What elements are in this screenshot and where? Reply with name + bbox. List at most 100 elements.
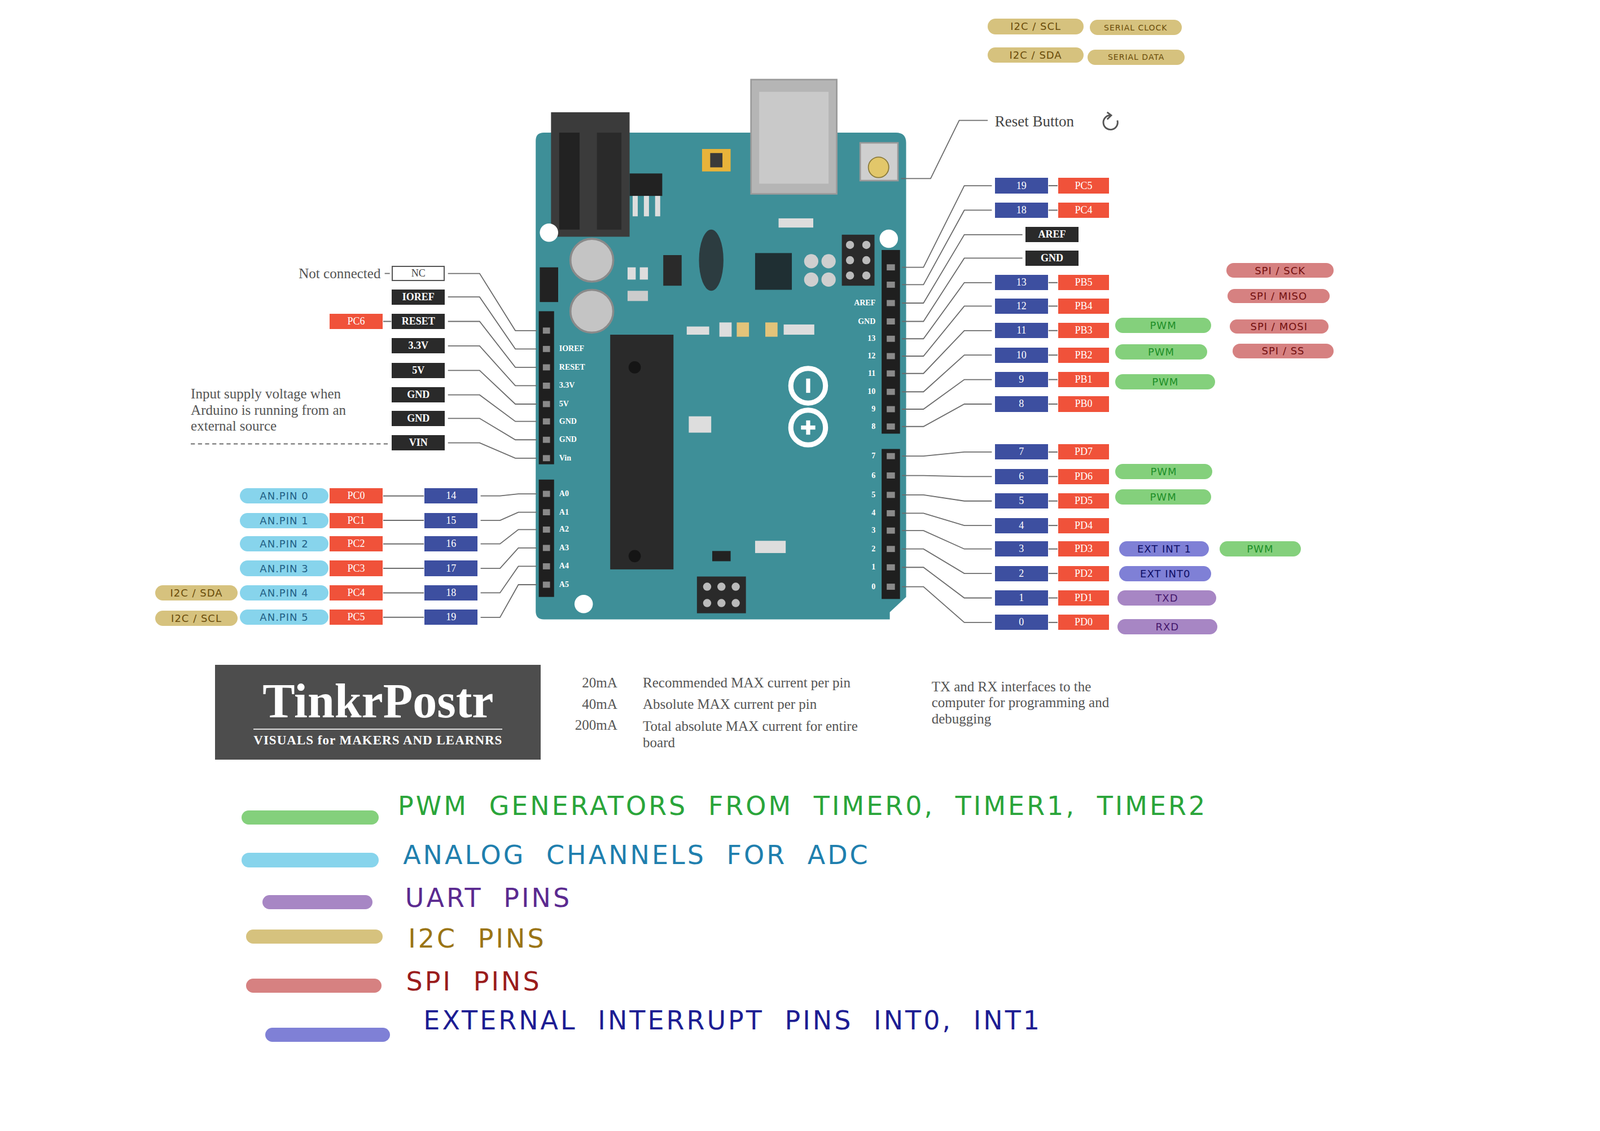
pin-label: PB5: [1075, 276, 1093, 289]
pin-label: PB1: [1075, 373, 1093, 386]
silkscreen-label: A5: [559, 580, 569, 590]
pin-link: [1048, 379, 1058, 381]
port-pin-box: PC4: [1058, 202, 1109, 218]
pin-number-box: 14: [424, 488, 478, 504]
pin-link: [383, 495, 424, 497]
smd-part: [719, 322, 732, 337]
silkscreen-label: GND: [559, 417, 577, 427]
i2c-tag: I2C / SCL: [987, 18, 1084, 34]
pwm-tag: PWM: [1115, 489, 1212, 505]
pin-label: PD6: [1074, 470, 1093, 483]
header-pin-box: VIN: [391, 435, 445, 451]
pin-label: I2C / SDA: [1009, 49, 1063, 61]
header-pin-box: 3.3V: [391, 338, 445, 354]
uart-tag: RXD: [1117, 619, 1218, 635]
pin-header: [881, 449, 901, 600]
pin-number-box: 18: [994, 202, 1049, 218]
pin-label: PC0: [347, 489, 365, 502]
pin-label: VIN: [409, 436, 428, 449]
pin-label: SPI / MOSI: [1250, 320, 1309, 333]
pin-label: 11: [1016, 324, 1027, 337]
smd-part: [627, 290, 648, 301]
port-pin-box: PB2: [1058, 347, 1109, 363]
note-text: Total absolute MAX current for entire bo…: [642, 718, 893, 752]
pin-label: I2C / SDA: [169, 586, 223, 599]
pin-link: [1048, 330, 1058, 332]
leader-line: [190, 120, 1023, 623]
regulator: [629, 173, 663, 196]
pin-label: 0: [1018, 616, 1024, 629]
silkscreen-label: A2: [559, 524, 569, 534]
analog-tag: AN.PIN 5: [239, 609, 329, 625]
analog-tag: AN.PIN 1: [239, 513, 329, 529]
pin-label: I2C / SCL: [1010, 20, 1062, 33]
silkscreen-label: GND: [559, 435, 577, 445]
reset-icon: [1103, 112, 1118, 130]
legend-text: ANALOG CHANNELS FOR ADC: [402, 839, 871, 871]
pin-number-box: 9: [994, 371, 1049, 388]
pin-label: PWM: [1147, 345, 1175, 358]
arduino-logo: [790, 368, 826, 446]
silkscreen-label: A0: [559, 489, 569, 499]
pin-link: [383, 543, 424, 545]
smd-part: [663, 255, 682, 286]
power-jack: [559, 132, 580, 230]
legend-text: EXTERNAL INTERRUPT PINS INT0, INT1: [423, 1005, 1042, 1036]
pin-link: [383, 519, 424, 521]
pin-label: PC2: [347, 537, 365, 550]
pin-label: PWM: [1150, 465, 1177, 478]
mounting-hole: [539, 223, 559, 243]
analog-tag: AN.PIN 4: [239, 585, 329, 601]
analog-tag: AN.PIN 2: [239, 536, 329, 552]
pin-label: EXT INT0: [1140, 567, 1191, 580]
pin-label: I2C / SCL: [171, 612, 222, 625]
header-pins: [542, 264, 896, 590]
reset-button: [868, 156, 889, 178]
smd-part: [640, 267, 648, 280]
note-text: 200mA: [575, 717, 618, 734]
header-pin-box: RESET: [391, 313, 445, 330]
silkscreen-label: 4: [871, 508, 876, 518]
smd-part: [712, 550, 731, 561]
atmega328-chip: [628, 361, 642, 374]
silkscreen-label: 13: [867, 334, 876, 344]
legend-swatch: [265, 1027, 390, 1042]
pin-number-box: 0: [994, 614, 1049, 630]
pin-label: PD0: [1074, 616, 1093, 629]
legend-swatch: [241, 852, 379, 867]
port-pin-box: PC2: [329, 536, 383, 552]
reset-button: [860, 142, 898, 181]
silkscreen-label: 12: [867, 351, 876, 361]
pin-label: PD4: [1074, 519, 1093, 532]
note-text: TX and RX interfaces to the computer for…: [931, 678, 1116, 728]
pin-link: [383, 567, 424, 569]
regulator: [655, 195, 661, 217]
silkscreen-label: 7: [871, 451, 876, 461]
port-pin-box: PD2: [1058, 566, 1109, 582]
atmega328-chip: [628, 550, 642, 563]
pin-label: AN.PIN 1: [259, 514, 309, 527]
pin-link: [1048, 475, 1058, 477]
port-pin-box: PD7: [1058, 444, 1109, 460]
pin-label: GND: [406, 412, 430, 425]
pin-label: 19: [1016, 180, 1027, 192]
pin-label: PB2: [1075, 349, 1093, 362]
pin-number-box: 6: [994, 468, 1049, 485]
pin-number-box: 15: [424, 513, 478, 529]
crystal: [699, 229, 724, 291]
pin-label: SPI / SS: [1261, 344, 1305, 357]
pin-label: AN.PIN 5: [259, 611, 309, 624]
pin-label: TXD: [1155, 592, 1178, 604]
pin-number-box: 11: [994, 322, 1049, 339]
silkscreen-label: 6: [871, 471, 876, 481]
callout-label: Reset Button: [994, 112, 1075, 131]
header-pin-box: IOREF: [391, 289, 445, 305]
pin-label: 13: [1016, 276, 1027, 289]
pin-label: 16: [445, 537, 457, 550]
spi-tag: SPI / MOSI: [1229, 319, 1329, 334]
port-pin-box: PC5: [329, 609, 383, 625]
pin-label: PWM: [1151, 375, 1179, 388]
logo-title: TinkrPostr: [262, 676, 494, 726]
smd-part: [765, 322, 778, 337]
